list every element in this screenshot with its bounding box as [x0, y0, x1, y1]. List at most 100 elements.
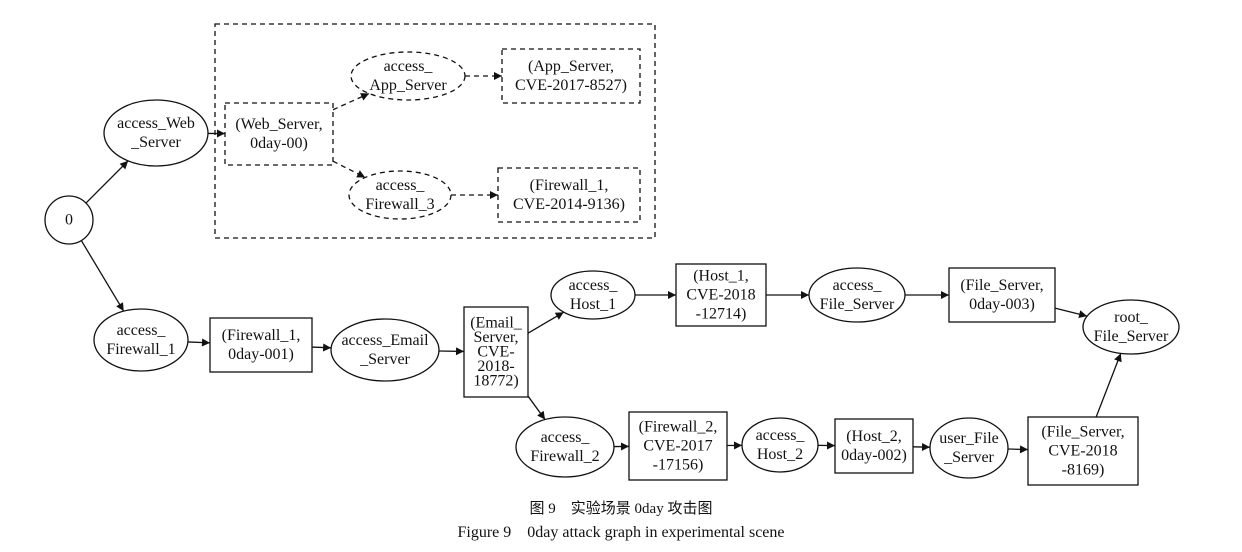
node-label-line: root_: [1114, 309, 1149, 326]
node-label-line: CVE-2018: [686, 287, 755, 304]
node-label-line: CVE-: [477, 344, 514, 361]
node-access_fw1: access_ Firewall_1: [93, 308, 189, 372]
node-label-line: 2018-: [477, 358, 514, 375]
node-access_fw2: access_ Firewall_2: [515, 416, 615, 478]
node-label-line: (Email_: [470, 315, 523, 332]
node-host1_vuln: (Host_1, CVE-2018 -12714): [675, 263, 767, 327]
node-label-line: access_: [384, 58, 434, 75]
node-label-line: CVE-2017-8527): [515, 77, 627, 94]
node-ellipse: [103, 99, 209, 167]
node-access_host2: access_ Host_2: [741, 417, 819, 473]
node-label-line: 18772): [473, 373, 518, 390]
edge-web_vuln-to-access_app: [332, 92, 370, 111]
node-label-line: _Server: [130, 134, 181, 151]
edge-web_vuln-to-access_fw3: [332, 160, 366, 179]
node-label-line: 0: [65, 212, 73, 229]
node-label-line: (File_Server,: [1041, 424, 1124, 441]
node-root_fs: root_ File_Server: [1082, 299, 1180, 355]
node-email_vuln: (Email_Server,CVE-2018-18772): [463, 306, 529, 398]
cluster-zero-day-web: [214, 23, 656, 239]
node-box: [463, 306, 529, 398]
node-box: [224, 102, 334, 166]
node-label-line: access_: [376, 177, 426, 194]
node-label-line: (App_Server,: [528, 58, 614, 75]
node-label-line: Server,: [473, 329, 518, 346]
node-ellipse: [515, 416, 615, 478]
node-label-line: Firewall_2: [530, 448, 599, 465]
node-box: [948, 267, 1056, 323]
node-ellipse: [741, 417, 819, 473]
node-ellipse: [929, 417, 1009, 479]
edge-access_fw1-to-fw1_vuln: [187, 338, 211, 347]
edge-fw1_vuln-to-access_email: [311, 343, 332, 352]
node-label-line: (Web_Server,: [235, 116, 322, 133]
node-ellipse: [348, 170, 452, 220]
node-label-line: -17156): [653, 457, 704, 474]
node-box: [209, 317, 313, 373]
node-box: [675, 263, 767, 327]
node-access_fs: access_ File_Server: [808, 267, 906, 323]
node-ellipse: [808, 267, 906, 323]
node-label-line: Firewall_3: [365, 196, 434, 213]
node-label-line: 0day-00): [250, 135, 308, 152]
node-label-line: CVE-2017: [643, 438, 712, 455]
attack-graph: 0 access_Web _Server (Web_Server, 0day-00) ac…: [44, 23, 1180, 486]
node-label-line: access_Web: [117, 115, 195, 132]
node-ellipse: [93, 308, 189, 372]
edge-fs_vuln-to-root_fs: [1054, 307, 1088, 319]
node-label-line: access_: [541, 429, 591, 446]
node-label-line: 0day-003): [969, 296, 1035, 313]
node-app_vuln: (App_Server, CVE-2017-8527): [501, 48, 641, 104]
edge-email_vuln-to-access_host1: [527, 311, 565, 334]
edge-email_vuln-to-access_fw2: [527, 395, 546, 420]
node-label-line: (Host_2,: [846, 428, 902, 445]
node-ellipse: [1082, 299, 1180, 355]
caption-chinese: 图 9 实验场景 0day 攻击图: [529, 501, 713, 517]
node-box: [497, 167, 641, 223]
node-access_host1: access_ Host_1: [550, 270, 636, 320]
node-label-line: _Server: [359, 351, 410, 368]
node-fw2_vuln: (Firewall_2, CVE-2017 -17156): [628, 411, 728, 481]
edge-n0-to-access_fw1: [80, 240, 125, 312]
node-fw1_vuln_b: (Firewall_1, CVE-2014-9136): [497, 167, 641, 223]
edge-fs_vuln2-to-root_fs: [1095, 353, 1122, 418]
edge-n0-to-access_web: [85, 160, 129, 204]
node-access_app: access_ App_Server: [350, 51, 466, 101]
node-access_web: access_Web _Server: [103, 99, 209, 167]
edge-user_fs-to-fs_vuln2: [1007, 445, 1029, 454]
node-label-line: access_: [569, 277, 619, 294]
node-label-line: access_Email: [341, 332, 429, 349]
node-box: [628, 411, 728, 481]
node-label-line: CVE-2018: [1048, 443, 1117, 460]
node-label-line: access_: [833, 277, 883, 294]
node-label-line: Host_1: [570, 296, 616, 313]
node-label-line: -12714): [696, 306, 747, 323]
node-label-line: -8169): [1062, 462, 1105, 479]
node-fs_vuln2: (File_Server, CVE-2018 -8169): [1027, 416, 1139, 486]
node-ellipse: [550, 270, 636, 320]
node-label-line: 0day-002): [841, 447, 907, 464]
node-user_fs: user_File_Server: [929, 417, 1009, 479]
node-label-line: App_Server: [369, 77, 447, 94]
node-label-line: access_: [756, 427, 806, 444]
node-fs_vuln: (File_Server,0day-003): [948, 267, 1056, 323]
node-label-line: Firewall_1: [106, 341, 175, 358]
node-ellipse: [350, 51, 466, 101]
node-box: [834, 418, 914, 474]
node-label-line: access_: [117, 322, 167, 339]
node-n0: 0: [44, 195, 94, 245]
node-access_fw3: access_ Firewall_3: [348, 170, 452, 220]
caption-english: Figure 9 0day attack graph in experiment…: [457, 524, 785, 541]
node-label-line: (Firewall_1,: [530, 177, 609, 194]
node-box: [501, 48, 641, 104]
node-label-line: File_Server: [1094, 328, 1169, 345]
node-label-line: Host_2: [757, 446, 803, 463]
node-label-line: (Host_1,: [693, 268, 749, 285]
node-label-line: 0day-001): [228, 346, 294, 363]
node-label-line: CVE-2014-9136): [513, 196, 625, 213]
node-label-line: File_Server: [820, 296, 895, 313]
node-label-line: (Firewall_2,: [639, 419, 718, 436]
node-host2_vuln: (Host_2, 0day-002): [834, 418, 914, 474]
node-access_email: access_Email _Server: [330, 318, 440, 382]
node-fw1_vuln: (Firewall_1,0day-001): [209, 317, 313, 373]
